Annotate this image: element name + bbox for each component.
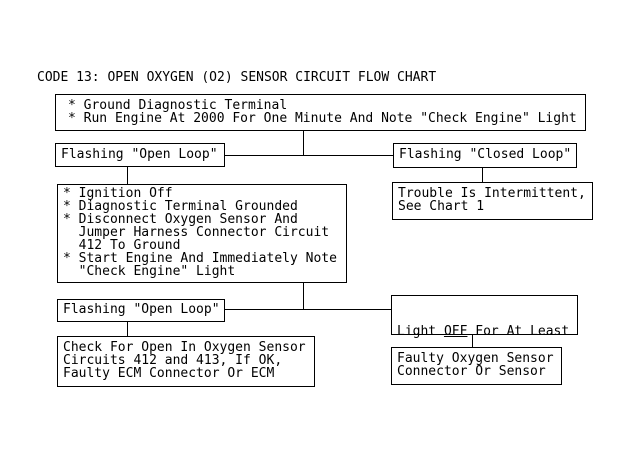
flashing-closed-loop-box: Flashing "Closed Loop": [393, 143, 577, 168]
light-off-text-pre: Light: [397, 324, 444, 339]
connector-openloop2-down: [127, 322, 128, 336]
connector-closedloop-down: [482, 168, 483, 182]
connector-procedure-down: [303, 283, 304, 310]
step1-ground-diagnostic-box: * Ground Diagnostic Terminal * Run Engin…: [55, 94, 586, 131]
connector-openloop1-down: [127, 167, 128, 184]
trouble-intermittent-box: Trouble Is Intermittent, See Chart 1: [392, 182, 593, 220]
procedure-box: * Ignition Off * Diagnostic Terminal Gro…: [57, 184, 347, 283]
light-off-text-post: For At Least: [467, 324, 570, 339]
connector-branch1-horizontal: [225, 155, 393, 156]
connector-branch2-horizontal: [225, 309, 391, 310]
connector-step1-down: [303, 131, 304, 156]
check-open-circuits-box: Check For Open In Oxygen Sensor Circuits…: [57, 336, 315, 387]
light-off-box: Light OFF For At Least 15 Seconds: [391, 295, 578, 377]
light-off-text-underlined: OFF: [443, 324, 468, 339]
faulty-sensor-box: Faulty Oxygen Sensor Connector Or Sensor: [391, 347, 562, 385]
light-off-line1: Light OFF For At Least: [397, 325, 572, 338]
page-title: CODE 13: OPEN OXYGEN (O2) SENSOR CIRCUIT…: [37, 70, 437, 85]
flashing-open-loop-box-2: Flashing "Open Loop": [57, 299, 225, 322]
flashing-open-loop-box-1: Flashing "Open Loop": [55, 143, 225, 167]
connector-lightoff-down: [472, 335, 473, 347]
